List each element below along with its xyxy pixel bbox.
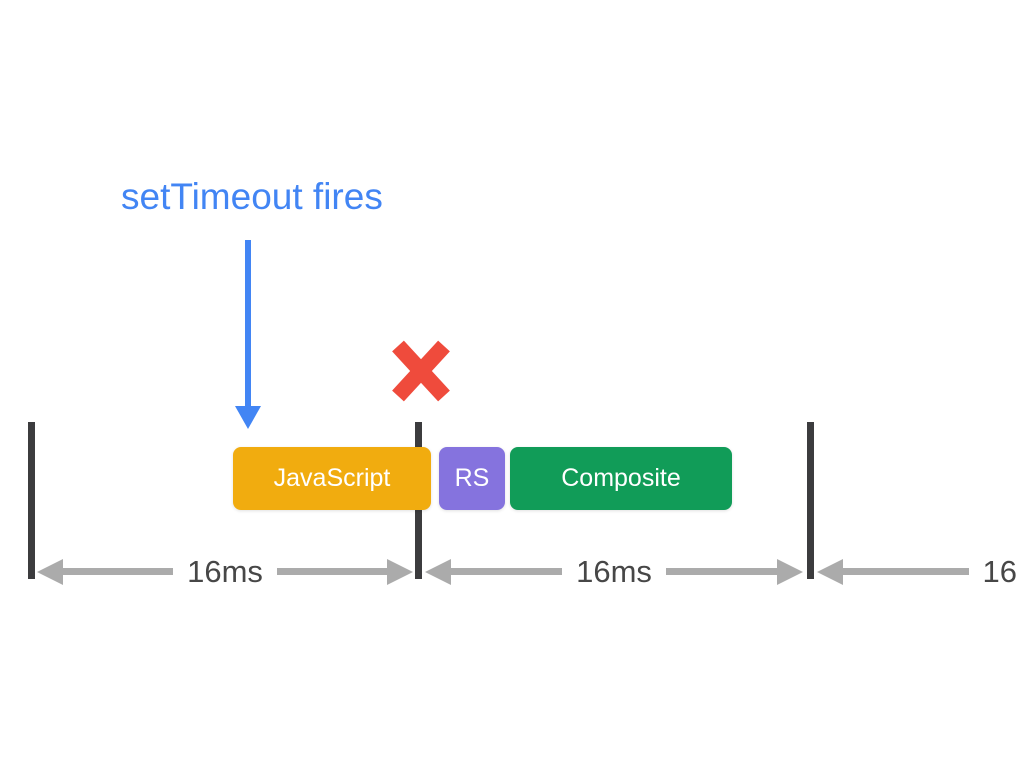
missed-frame-x-icon xyxy=(392,340,450,402)
interval-line xyxy=(843,568,969,575)
interval-duration-label: 16ms xyxy=(576,554,652,589)
interval-duration-label: 16 xyxy=(982,554,1017,589)
frame-interval: 16ms xyxy=(425,554,803,589)
settimeout-down-arrow xyxy=(235,240,261,429)
interval-line xyxy=(63,568,174,575)
task-composite: Composite xyxy=(510,447,732,510)
arrow-shaft xyxy=(245,240,251,408)
task-composite-label: Composite xyxy=(561,464,681,492)
arrow-right-icon xyxy=(387,558,413,585)
frame-interval: 16ms xyxy=(37,554,413,589)
task-javascript-label: JavaScript xyxy=(273,464,391,492)
arrow-head-icon xyxy=(235,406,261,429)
task-rs-label: RS xyxy=(454,464,490,492)
frame-boundary-bar xyxy=(28,422,35,579)
settimeout-fires-label: setTimeout fires xyxy=(121,176,383,217)
interval-line xyxy=(665,568,777,575)
interval-line xyxy=(451,568,563,575)
frame-interval: 16 xyxy=(817,554,1017,589)
arrow-left-icon xyxy=(817,558,843,585)
task-javascript: JavaScript xyxy=(233,447,431,510)
interval-line xyxy=(276,568,387,575)
interval-duration-label: 16ms xyxy=(187,554,263,589)
arrow-left-icon xyxy=(425,558,451,585)
arrow-right-icon xyxy=(777,558,803,585)
frame-boundary-bar xyxy=(807,422,814,579)
arrow-left-icon xyxy=(37,558,63,585)
task-rs: RS xyxy=(439,447,505,510)
